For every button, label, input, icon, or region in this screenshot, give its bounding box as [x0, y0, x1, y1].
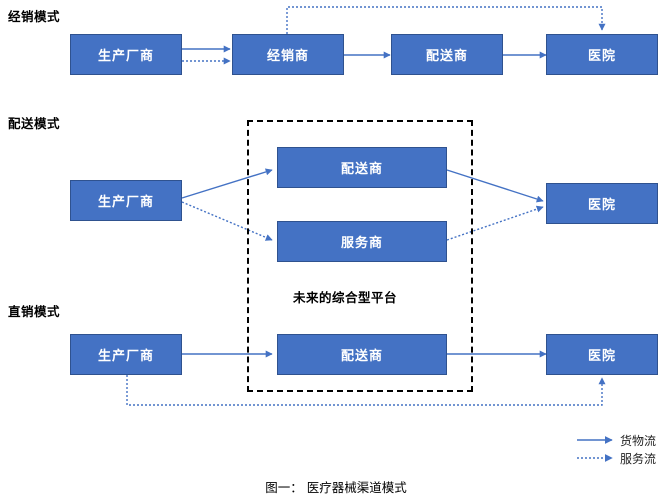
- arrow-r2-deliverer-to-hospital-goods: [446, 169, 544, 203]
- section-label-direct: 直销模式: [8, 304, 61, 319]
- arrow-r2-manufacturer-to-deliverer-goods: [181, 168, 273, 199]
- node-r1-deliverer[interactable]: 配送商: [391, 34, 503, 75]
- node-r2-hospital[interactable]: 医院: [546, 183, 658, 224]
- arrow-r2-service-provider-to-hospital-service: [446, 205, 544, 241]
- node-r3-deliverer[interactable]: 配送商: [277, 334, 447, 375]
- node-r3-manufacturer[interactable]: 生产厂商: [70, 334, 182, 375]
- arrow-r1-distributor-to-hospital-service: [286, 6, 606, 34]
- future-platform-boundary: [247, 120, 473, 392]
- node-r1-manufacturer[interactable]: 生产厂商: [70, 34, 182, 75]
- node-r2-service-provider[interactable]: 服务商: [277, 221, 447, 262]
- legend-label-service-flow: 服务流: [620, 452, 657, 466]
- figure-caption: 图一： 医疗器械渠道模式: [265, 480, 407, 495]
- node-r2-manufacturer[interactable]: 生产厂商: [70, 180, 182, 221]
- node-r1-hospital[interactable]: 医院: [546, 34, 658, 75]
- node-r1-distributor[interactable]: 经销商: [232, 34, 344, 75]
- future-platform-label: 未来的综合型平台: [293, 290, 398, 305]
- legend-label-goods-flow: 货物流: [620, 434, 657, 448]
- node-r2-deliverer[interactable]: 配送商: [277, 147, 447, 188]
- section-label-distribution: 经销模式: [8, 9, 61, 24]
- node-r3-hospital[interactable]: 医院: [546, 334, 658, 375]
- section-label-delivery: 配送模式: [8, 116, 61, 131]
- arrow-r2-manufacturer-to-service-provider-service: [181, 201, 273, 241]
